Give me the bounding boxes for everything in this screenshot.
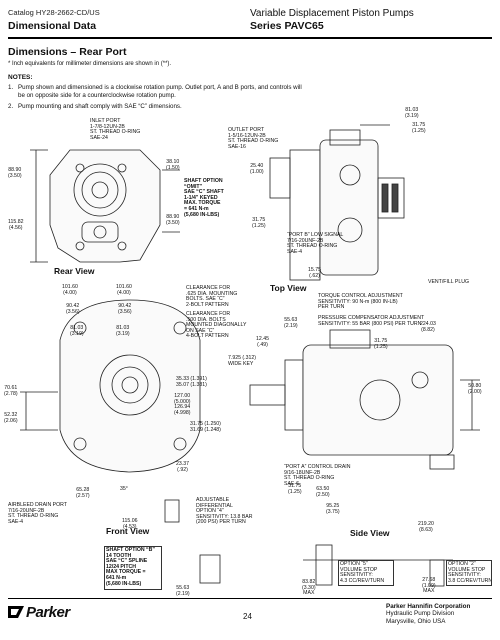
dim-95-25: 95.25 (3.75)	[326, 503, 340, 515]
rear-view-drawing	[30, 149, 180, 263]
page-title: Dimensions – Rear Port	[8, 46, 127, 58]
catalog-number: Catalog HY28-2662-CD/US	[8, 8, 100, 17]
shaft-option-b-box	[104, 546, 162, 590]
port-a-callout: “PORT A” CONTROL DRAIN 9/16-18UNF-2B ST.…	[284, 464, 351, 487]
dim-31-75-b: 31.75 (1.25)	[252, 217, 266, 229]
dim-115-82: 115.82 (4.56)	[8, 219, 24, 231]
inlet-port-callout: INLET PORT 1-7/8-12UN-2B ST. THREAD O-RI…	[90, 118, 141, 141]
note-1: 1. Pump shown and dimensioned is a clock…	[8, 84, 302, 99]
dim-88-90-right: 88.90 (3.50)	[166, 214, 180, 226]
dim-83-82: 83.82 (3.30) MAX	[302, 579, 316, 597]
top-view-title: Top View	[270, 283, 307, 293]
shaft-option-b-callout: SHAFT OPTION “B” 14 TOOTH SAE “C” SPLINE…	[106, 547, 155, 587]
series-title: Series PAVC65	[250, 20, 324, 32]
dim-101-60-right: 101.60 (4.00)	[116, 284, 132, 296]
page-header: Catalog HY28-2662-CD/US Dimensional Data…	[8, 8, 492, 38]
front-view-title: Front View	[106, 526, 150, 536]
inch-footnote: * Inch equivalents for millimeter dimens…	[8, 61, 172, 67]
dim-31-75-top: 31.75 (1.25)	[412, 122, 426, 134]
dim-55-63-shaft: 55.63 (2.19)	[176, 585, 190, 597]
port-b-callout: “PORT B” LOW SIGNAL 7/16-20UNF-2B ST. TH…	[287, 232, 344, 255]
company-block: Parker Hannifin Corporation Hydraulic Pu…	[386, 603, 471, 625]
dim-15-75: 15.75 (.62)	[308, 267, 321, 279]
dim-31-75-e: 31.75 (1.25)	[288, 483, 302, 495]
dim-90-42-left: 90.42 (3.56)	[66, 303, 80, 315]
dim-27-68: 27.68 (1.09) MAX	[422, 577, 436, 595]
dim-81-03-left: 81.03 (3.19)	[70, 325, 84, 337]
dim-115-06: 115.06 (4.53)	[122, 518, 138, 530]
option-5-box	[338, 560, 394, 586]
dim-63-50: 63.50 (2.50)	[316, 486, 330, 498]
dim-31-75-d: 31.75 (1.250) 31.69 (1.248)	[190, 421, 221, 433]
dim-65-28: 65.28 (2.57)	[76, 487, 90, 499]
footer-rule	[8, 598, 492, 599]
clearance-4bolt-callout: CLEARANCE FOR .500 DIA. BOLTS MOUNTED DI…	[186, 311, 247, 340]
option-2-box	[446, 560, 492, 586]
clearance-2bolt-callout: CLEARANCE FOR .625 DIA. MOUNTING BOLTS. …	[186, 285, 238, 308]
dim-23-37: 23.37 (.92)	[176, 461, 189, 473]
notes-heading: NOTES:	[8, 74, 33, 81]
dim-219-20: 219.20 (8.63)	[418, 521, 434, 533]
side-view-drawing	[249, 329, 480, 561]
top-view-drawing	[269, 124, 405, 281]
adjustable-diff-callout: ADJUSTABLE DIFFERENTIAL OPTION “4” SENSI…	[196, 497, 253, 526]
shaft-option-c-callout: SHAFT OPTION “OMIT” SAE “C” SHAFT 1-1/4"…	[184, 178, 224, 218]
dim-50-80: 50.80 (2.00)	[468, 383, 482, 395]
dim-35-deg: 35°	[120, 486, 128, 492]
dim-101-60-left: 101.60 (4.00)	[62, 284, 78, 296]
parker-logo: Parker	[8, 604, 70, 621]
outlet-port-callout: OUTLET PORT 1-5/16-12UN-2B ST. THREAD O-…	[228, 127, 279, 150]
vent-fill-callout: VENT/FILL PLUG	[428, 279, 470, 285]
page-number: 24	[243, 612, 252, 621]
option-5-callout: OPTION “5” VOLUME STOP SENSITIVITY: 4.3 …	[340, 561, 385, 584]
dim-35-33: 35.33 (1.391) 35.07 (1.381)	[176, 376, 207, 388]
dim-55-63-side: 55.63 (2.19)	[284, 317, 298, 329]
option-2-callout: OPTION “2” VOLUME STOP SENSITIVITY: 3.8 …	[448, 561, 493, 584]
side-view-title: Side View	[350, 528, 390, 538]
rear-view-title: Rear View	[54, 266, 95, 276]
header-rule	[8, 37, 492, 39]
airbleed-callout: AIRBLEED DRAIN PORT 7/16-20UNF-2B ST. TH…	[8, 502, 67, 525]
note-2: 2. Pump mounting and shaft comply with S…	[8, 103, 182, 110]
section-title: Dimensional Data	[8, 20, 97, 32]
dim-12-45: 12.45 (.49)	[256, 336, 269, 348]
torque-control-callout: TORQUE CONTROL ADJUSTMENT SENSITIVITY: 9…	[318, 293, 403, 311]
dim-70-61: 70.61 (2.78)	[4, 385, 18, 397]
product-title: Variable Displacement Piston Pumps	[250, 8, 414, 19]
option-sketches	[199, 544, 445, 587]
dim-25-40: 25.40 (1.00)	[250, 163, 264, 175]
pressure-comp-callout: PRESSURE COMPENSATOR ADJUSTMENT SENSITIV…	[318, 315, 425, 327]
dim-127-00: 127.00 (5.000) 126.94 (4.998)	[174, 393, 191, 416]
dim-88-90-left: 88.90 (3.50)	[8, 167, 22, 179]
dim-31-75-c: 31.75 (1.25)	[374, 338, 388, 350]
dim-52-32: 52.32 (2.06)	[4, 412, 18, 424]
front-view-drawing	[20, 299, 201, 523]
dim-38-10: 38.10 (1.50)	[166, 159, 180, 171]
dim-224-03: 224.03 (8.82)	[420, 321, 436, 333]
dim-81-03-right: 81.03 (3.19)	[116, 325, 130, 337]
dim-81-03-top: 81.03 (3.19)	[405, 107, 419, 119]
wide-key-callout: 7.925 (.312) WIDE KEY	[228, 355, 256, 367]
dim-90-42-right: 90.42 (3.56)	[118, 303, 132, 315]
parker-flag-icon	[8, 606, 24, 618]
